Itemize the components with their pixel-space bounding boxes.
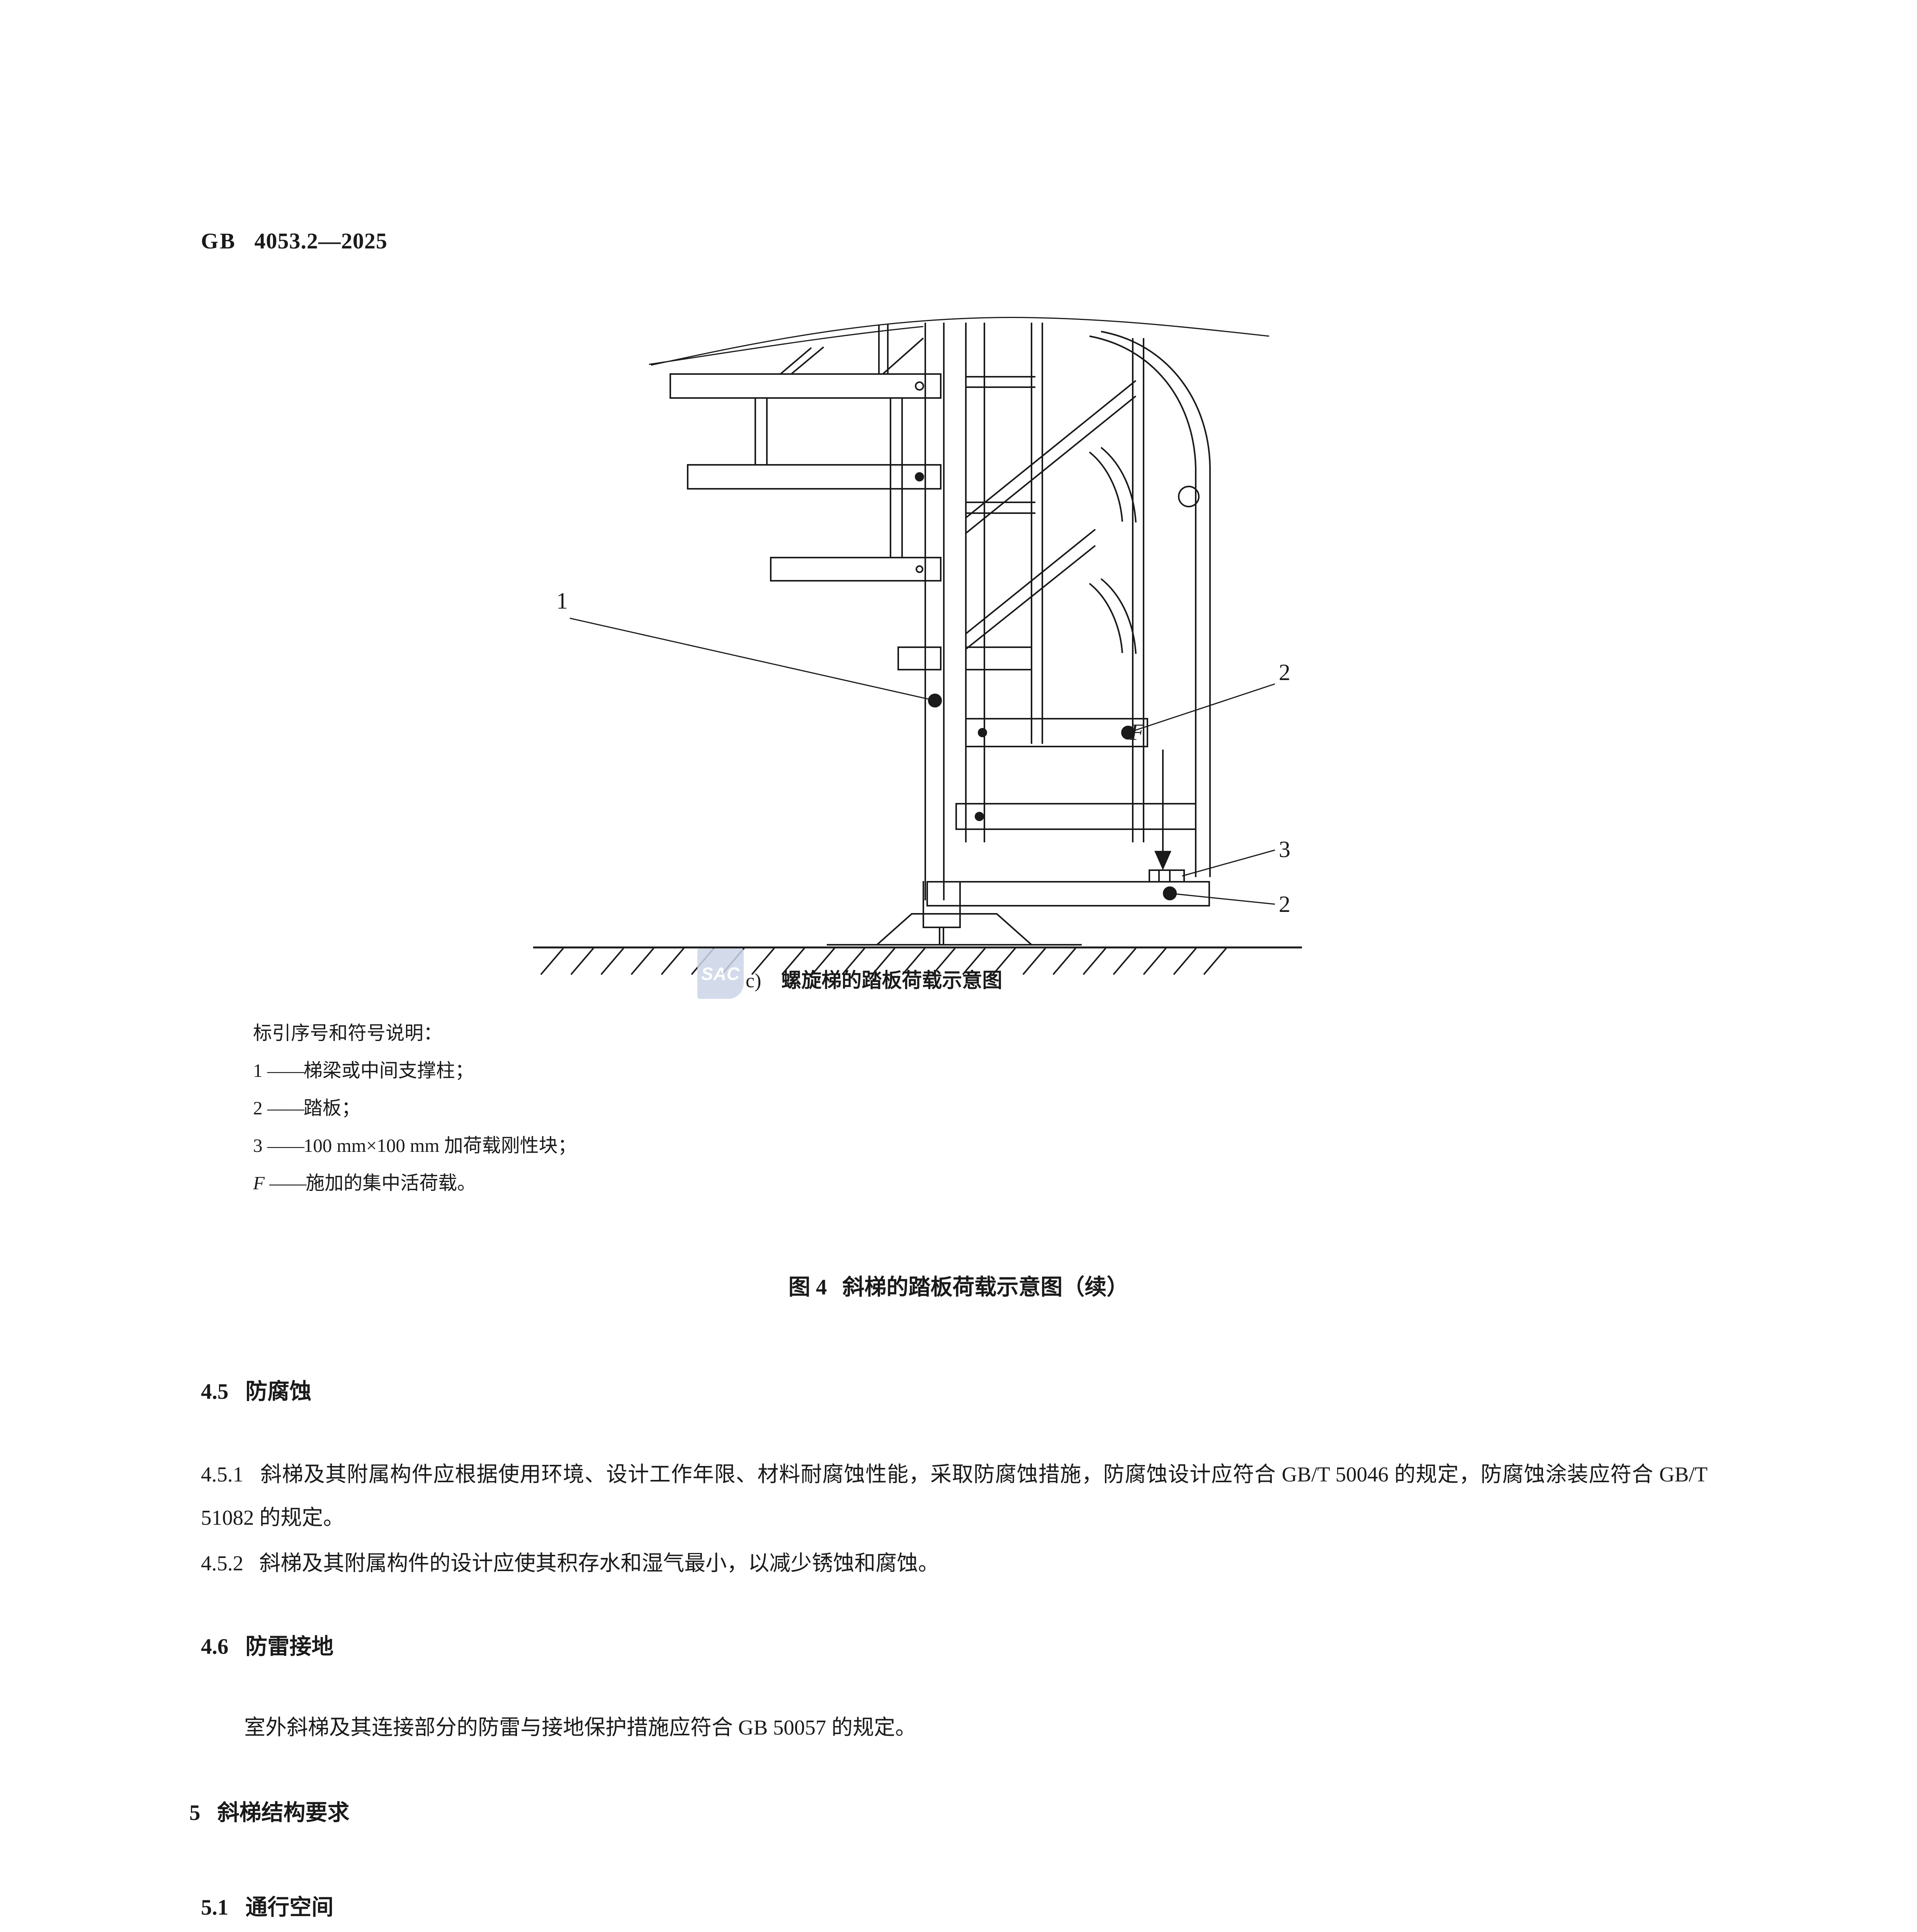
figure-key-item: 2 ——踏板； (253, 1089, 1682, 1127)
heading-4-5: 4.5 防腐蚀 (201, 1374, 311, 1405)
figure-key-heading: 标引序号和符号说明： (253, 1022, 443, 1044)
paragraph-4-5-2-number: 4.5.2 (201, 1551, 243, 1575)
standard-prefix: GB (201, 228, 236, 253)
figure-key-item: 3 ——100 mm×100 mm 加荷载刚性块； (253, 1127, 1682, 1164)
figure-key-item: 1 ——梯梁或中间支撑柱； (253, 1052, 1682, 1089)
figure-subcaption: c) 螺旋梯的踏板荷载示意图 (746, 964, 1002, 993)
key-text: 梯梁或中间支撑柱； (303, 1060, 474, 1081)
key-dash: —— (267, 1135, 304, 1156)
paragraph-4-6-1: 室外斜梯及其连接部分的防雷与接地保护措施应符合 GB 50057 的规定。 (201, 1706, 916, 1749)
paragraph-4-5-2: 4.5.2 斜梯及其附属构件的设计应使其积存水和湿气最小，以减少锈蚀和腐蚀。 (201, 1542, 939, 1585)
paragraph-4-5-1-text: 斜梯及其附属构件应根据使用环境、设计工作年限、材料耐腐蚀性能，采取防腐蚀措施，防… (201, 1463, 1708, 1529)
figure-title: 图 4 斜梯的踏板荷载示意图（续） (0, 1269, 1917, 1301)
key-dash: —— (269, 1172, 306, 1194)
heading-5-1-number: 5.1 (201, 1895, 229, 1920)
figure-title-number: 图 4 (788, 1275, 827, 1299)
paragraph-4-6-1-text: 室外斜梯及其连接部分的防雷与接地保护措施应符合 GB 50057 的规定。 (244, 1716, 917, 1739)
figure-subcaption-text: 螺旋梯的踏板荷载示意图 (781, 969, 1003, 992)
heading-4-6: 4.6 防雷接地 (201, 1629, 333, 1660)
key-symbol: 2 (253, 1097, 263, 1119)
figure-subcaption-label: c) (746, 970, 761, 992)
paragraph-4-5-1: 4.5.1 斜梯及其附属构件应根据使用环境、设计工作年限、材料耐腐蚀性能，采取防… (201, 1453, 1708, 1539)
key-symbol: F (253, 1172, 265, 1194)
figure-callout-2-top: 2 (1279, 660, 1290, 685)
key-symbol: 1 (253, 1060, 263, 1081)
figure-title-text: 斜梯的踏板荷载示意图（续） (842, 1275, 1129, 1299)
heading-5-number: 5 (189, 1801, 201, 1825)
standard-number: 4053.2—2025 (254, 228, 387, 253)
heading-4-6-number: 4.6 (201, 1634, 229, 1659)
heading-5: 5 斜梯结构要求 (189, 1795, 350, 1827)
key-symbol: 3 (253, 1135, 263, 1156)
sac-watermark: SAC (697, 949, 744, 999)
figure-key: 标引序号和符号说明： 1 ——梯梁或中间支撑柱； 2 ——踏板； 3 ——100… (253, 1014, 1682, 1202)
key-text: 100 mm×100 mm 加荷载刚性块； (303, 1135, 577, 1156)
heading-4-5-title: 防腐蚀 (245, 1379, 312, 1404)
heading-5-1: 5.1 通行空间 (201, 1889, 333, 1921)
paragraph-4-5-1-number: 4.5.1 (201, 1463, 243, 1486)
heading-4-6-title: 防雷接地 (245, 1634, 334, 1659)
heading-5-title: 斜梯结构要求 (217, 1800, 350, 1825)
key-dash: —— (267, 1060, 304, 1081)
figure-callout-3: 3 (1279, 837, 1290, 862)
figure-key-item: F ——施加的集中活荷载。 (253, 1164, 1682, 1202)
paragraph-4-5-2-text: 斜梯及其附属构件的设计应使其积存水和湿气最小，以减少锈蚀和腐蚀。 (259, 1551, 940, 1575)
key-dash: —— (267, 1097, 304, 1119)
key-text: 踏板； (303, 1097, 360, 1119)
figure-symbol-F: F (1130, 719, 1145, 745)
figure-callout-2-bottom: 2 (1279, 891, 1290, 917)
figure-callout-1: 1 (556, 588, 568, 614)
page-header: GB 4053.2—2025 (201, 228, 387, 254)
figure-spiral-stair-tread-load: 1 2 3 2 F (533, 286, 1302, 978)
heading-5-1-title: 通行空间 (245, 1895, 334, 1920)
key-text: 施加的集中活荷载。 (306, 1172, 476, 1194)
heading-4-5-number: 4.5 (201, 1379, 229, 1404)
